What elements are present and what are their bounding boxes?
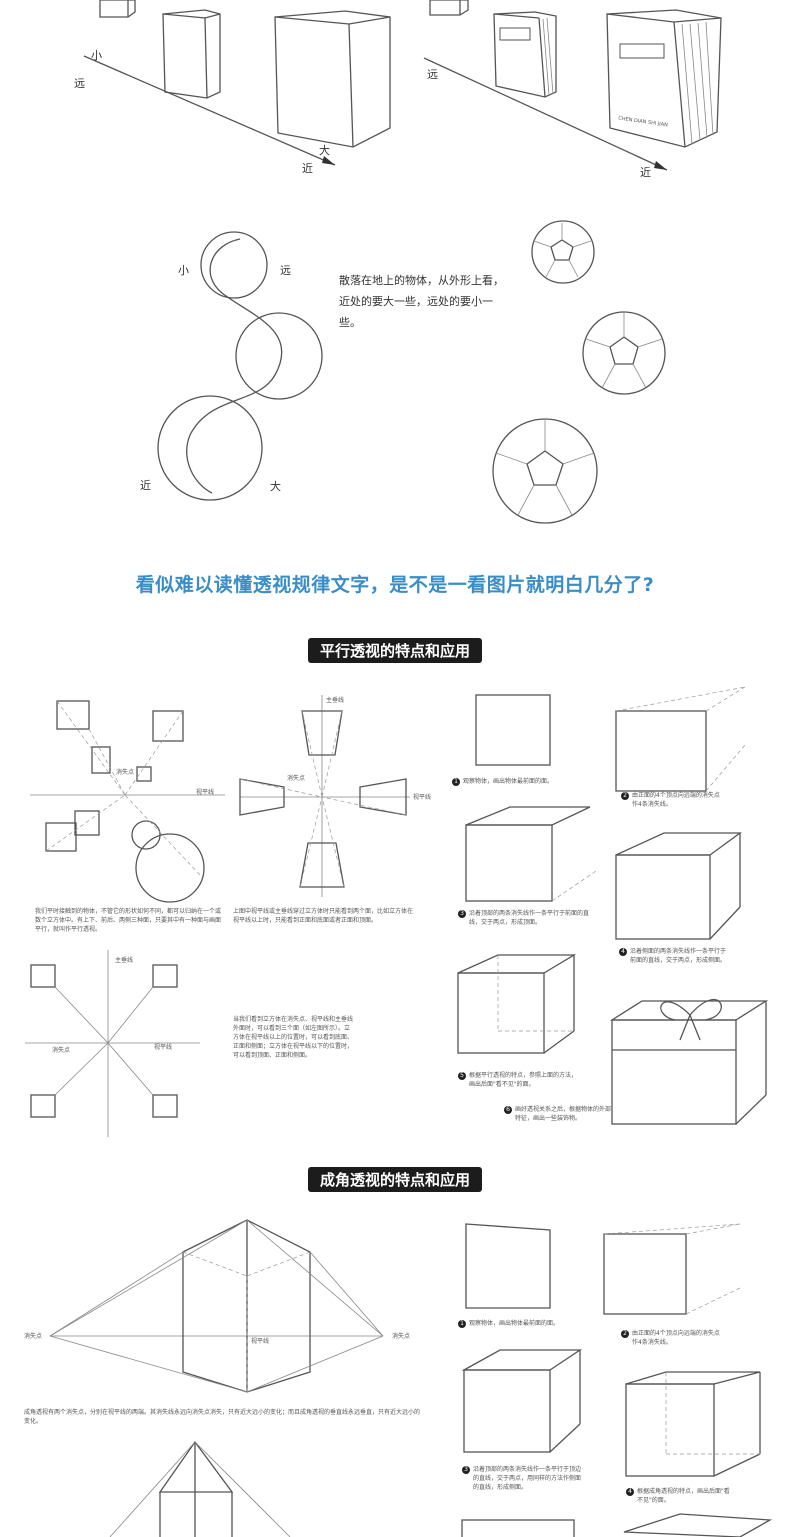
a-step3-text: 沿着顶部的两条消失线作一条平行于顶边的直线，交于两点，用同样的方法作侧面的直线，… (473, 1466, 582, 1491)
ball-big-label: 大 (270, 480, 281, 493)
soccer-ball-small (531, 220, 595, 284)
a-step4-text: 根据成角透视的特点，画出后面"看不见"的面。 (637, 1488, 730, 1504)
soccer-ball-large (492, 418, 598, 524)
p-step4-text: 沿着侧面的两条消失线作一条平行于前面的直线，交于两点，形成侧面。 (630, 948, 727, 964)
a-step1-text: 观察物体，画出物体最前面的面。 (469, 1320, 560, 1327)
a-step2-num: 2 (621, 1330, 629, 1338)
p-d2-vp: 消失点 (287, 775, 306, 782)
ball-small-label: 小 (178, 264, 189, 277)
a-text: 成角透视有两个消失点，分别在视平线的两端。其消失线永远向消失点消失，只有近大远小… (24, 1409, 421, 1425)
p-step2-text: 由正面的4个顶点向远端的消失点作4条消失线。 (632, 792, 720, 808)
a-hl: 视平线 (251, 1338, 270, 1345)
p-step3-num: 3 (458, 910, 466, 918)
a-step1-num: 1 (458, 1320, 466, 1328)
p-d3-vp: 消失点 (52, 1047, 71, 1054)
p-d3-text: 当我们看到立方体在消失点、视平线和主垂线外面时，可以看到三个面（如左图所示）。立… (233, 1016, 354, 1059)
p-d1-vp: 消失点 (116, 769, 135, 776)
p-step2-num: 2 (621, 792, 629, 800)
p-d2-hl: 视平线 (413, 794, 432, 801)
right-near-label: 近 (640, 166, 651, 179)
left-far-label: 远 (74, 77, 85, 90)
a-vp-left: 消失点 (24, 1333, 43, 1340)
p-step5-text: 根据平行透视的特点，参照上面的方法，画出后面"看不见"的面。 (469, 1072, 578, 1088)
p-step1-text: 观察物体，画出物体最前面的面。 (463, 778, 554, 785)
right-far-label: 远 (427, 68, 438, 81)
headline: 看似难以读懂透视规律文字，是不是一看图片就明白几分了? (135, 574, 655, 596)
p-step3-text: 沿着顶部的两条消失线作一条平行于前面的直线，交于两点，形成顶面。 (469, 910, 590, 926)
p-step4-num: 4 (619, 948, 627, 956)
left-small-label: 小 (91, 49, 102, 62)
p-step5-num: 5 (458, 1072, 466, 1080)
angular-diagrams (49, 1219, 773, 1537)
balls-caption: 散落在地上的物体，从外形上看，近处的要大一些，远处的要小一些。 (339, 274, 504, 329)
p-step6-num: 6 (504, 1106, 512, 1114)
angular-section-title: 成角透视的特点和应用 (307, 1167, 483, 1192)
parallel-diagrams (25, 686, 769, 1137)
a-vp-right: 消失点 (392, 1333, 411, 1340)
ball-near-label: 近 (140, 479, 151, 492)
soccer-ball-medium (582, 311, 666, 395)
a-step3-num: 3 (462, 1466, 470, 1474)
p-d1-text: 我们平时接触到的物体，不管它的形状如何不同，都可以归纳在一个或数个立方体中。有上… (35, 908, 222, 933)
a-step2-text: 由正面的4个顶点向远端的消失点作4条消失线。 (632, 1330, 720, 1346)
left-near-label: 近 (302, 162, 313, 175)
p-step1-num: 1 (452, 778, 460, 786)
left-big-label: 大 (319, 144, 330, 157)
parallel-section-title: 平行透视的特点和应用 (307, 638, 483, 663)
p-d3-main: 主垂线 (115, 957, 134, 964)
top-perspective-sketch (83, 0, 722, 171)
p-step6-text: 画好透视关系之后，根据物体的外部特征，画出一些装饰物。 (515, 1106, 612, 1122)
p-d2-main: 主垂线 (326, 697, 345, 704)
p-d3-hl: 视平线 (154, 1044, 173, 1051)
ball-perspective-sketch (157, 220, 666, 524)
a-step4-num: 4 (626, 1488, 634, 1496)
p-d1-hl: 视平线 (196, 789, 215, 796)
p-d2-text: 上图中视平线或主垂线穿过立方体时只能看到两个面，比如立方体在视平线以上时，只能看… (233, 908, 414, 924)
ball-far-label: 远 (280, 264, 291, 277)
